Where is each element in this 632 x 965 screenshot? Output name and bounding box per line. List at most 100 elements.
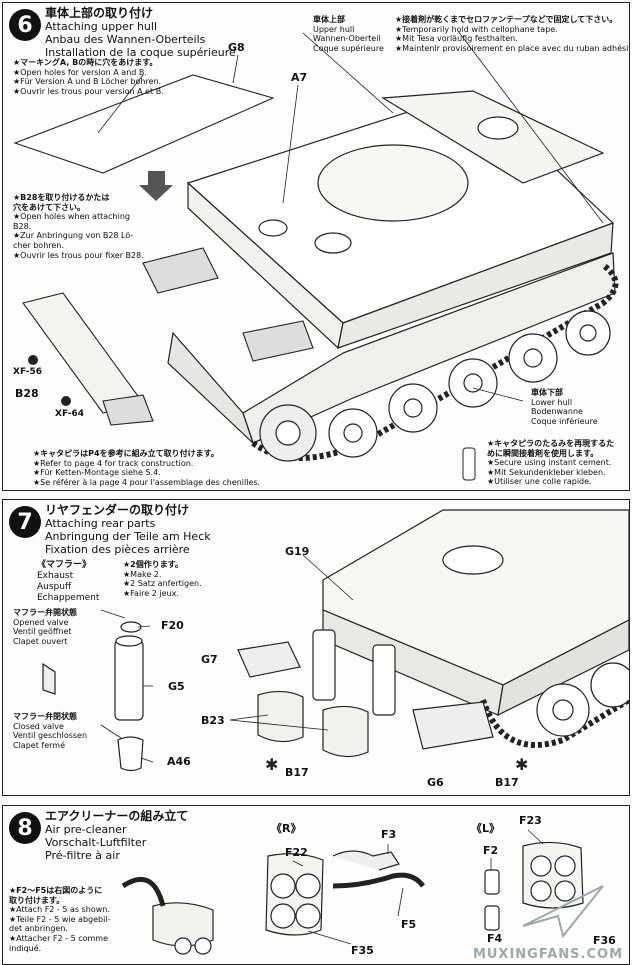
make-two-note: ★2個作ります。 ★Make 2. ★2 Satz anfertigen. ★F… xyxy=(123,560,202,598)
step-7-title-fr: Fixation des pièces arrière xyxy=(45,543,190,556)
step-8-title-fr: Pré-filtre à air xyxy=(45,849,120,862)
step-6-title-fr: Installation de la coque supérieure xyxy=(45,46,236,59)
part-label-f5: F5 xyxy=(401,918,417,931)
exhaust-de: Auspuff xyxy=(37,582,72,592)
part-label-f20: F20 xyxy=(161,619,184,632)
left-side-label: 《L》 xyxy=(471,822,501,835)
part-label-g7: G7 xyxy=(201,653,218,666)
step-6-title-en: Attaching upper hull xyxy=(45,20,158,33)
marking-note-jp: ★マーキングA, Bの時に穴をあけます。 xyxy=(13,58,158,67)
lower-hull-jp: 車体下部 xyxy=(531,388,563,397)
part-label-g19: G19 xyxy=(285,545,310,558)
upper-hull-caption: 車体上部 Upper hull Wannen-Oberteil Coque su… xyxy=(313,15,384,53)
b28-note: ★B28を取り付けるかたは 穴をあけて下さい。 ★Open holes when… xyxy=(13,193,144,260)
tape-note-fr: ★Maintenir provisoirement en place avec … xyxy=(395,43,630,53)
svg-text:✱: ✱ xyxy=(515,755,528,774)
watermark: MUXINGFANS.COM xyxy=(472,947,623,962)
attach-note-de2: det anbringen. xyxy=(9,924,68,934)
step-6-title-jp: 車体上部の取り付け xyxy=(45,6,154,20)
attach-note-jp2: 取り付けます。 xyxy=(9,895,65,905)
step-8-number: 8 xyxy=(9,812,41,844)
upper-hull-jp: 車体上部 xyxy=(313,15,345,24)
step-8-title-en: Air pre-cleaner xyxy=(45,823,127,836)
step-6-title: 車体上部の取り付け Attaching upper hull Anbau des… xyxy=(45,6,236,60)
track-note-fr: ★Se référer à la page 4 pour l'assemblag… xyxy=(33,477,261,487)
step-7-title: リヤフェンダーの取り付け Attaching rear parts Anbrin… xyxy=(45,503,211,557)
track-note: ★キャタピラはP4を参考に組み立て取り付けます。 ★Refer to page … xyxy=(33,449,260,487)
track-sag-note: ★キャタピラのたるみを再現するた めに瞬間接着剤を使用します。 ★Secure … xyxy=(487,439,614,487)
attach-note-de1: ★Teile F2 - 5 wie abgebil- xyxy=(9,914,111,924)
part-label-f35: F35 xyxy=(351,944,374,957)
b28-note-de2: cher bohren. xyxy=(13,240,64,250)
marking-note: ★マーキングA, Bの時に穴をあけます。 ★Open holes for ver… xyxy=(13,58,164,96)
make-two-de: ★2 Satz anfertigen. xyxy=(123,579,202,589)
part-label-b17-left: B17 xyxy=(285,766,309,779)
lower-hull-en: Lower hull xyxy=(531,397,573,407)
part-label-b17-right: B17 xyxy=(495,776,519,789)
b28-note-jp1: ★B28を取り付けるかたは xyxy=(13,193,110,202)
closed-valve-caption: マフラー弁閉状態 Closed valve Ventil geschlossen… xyxy=(13,712,87,750)
step-6-number: 6 xyxy=(9,9,41,41)
part-label-a46: A46 xyxy=(167,755,191,768)
sag-note-de: ★Mit Sekundenkleber kleben. xyxy=(487,467,606,477)
make-two-fr: ★Faire 2 jeux. xyxy=(123,588,179,598)
attach-note-fr1: ★Attacher F2 - 5 comme xyxy=(9,933,108,943)
marking-note-en: ★Open holes for version A and B. xyxy=(13,67,147,77)
attach-note-fr2: indiqué. xyxy=(9,943,42,953)
b28-note-en2: B28. xyxy=(13,221,32,231)
part-label-f4: F4 xyxy=(487,932,503,945)
upper-hull-en: Upper hull xyxy=(313,24,355,34)
exhaust-jp: 《マフラー》 xyxy=(37,560,92,570)
attach-note: ★F2～F5は右図のように 取り付けます。 ★Attach F2 - 5 as … xyxy=(9,886,110,953)
step-8-drawing xyxy=(121,829,604,955)
step-7-panel: ✱ ✱ 7 リヤフェンダーの取り付け Attaching rear parts … xyxy=(2,499,630,796)
marking-note-fr: ★Ouvrir les trous pour version A et B. xyxy=(13,86,164,96)
step-8-title-jp: エアクリーナーの組み立て xyxy=(45,809,189,823)
step-7-title-en: Attaching rear parts xyxy=(45,517,156,530)
tape-note: ★接着剤が乾くまでセロファンテープなどで固定して下さい。 ★Temporaril… xyxy=(395,15,630,53)
tape-note-en: ★Temporarily hold with cellophane tape. xyxy=(395,24,558,34)
part-label-f3: F3 xyxy=(381,828,397,841)
exhaust-caption: 《マフラー》 Exhaust Auspuff Echappement xyxy=(37,560,99,604)
upper-hull-de: Wannen-Oberteil xyxy=(313,34,381,44)
step-7-title-de: Anbringung der Teile am Heck xyxy=(45,530,211,543)
open-valve-de: Ventil geöffnet xyxy=(13,627,72,637)
b28-note-en1: ★Open holes when attaching xyxy=(13,212,130,222)
track-note-de: ★Für Ketten-Montage siehe S.4. xyxy=(33,468,161,478)
sag-note-jp1: ★キャタピラのたるみを再現するた xyxy=(487,439,615,448)
step-6-drawing xyxy=(13,30,619,481)
b28-note-jp2: 穴をあけて下さい。 xyxy=(13,202,85,212)
sag-note-en: ★Secure using instant cement. xyxy=(487,458,612,468)
make-two-en: ★Make 2. xyxy=(123,569,162,579)
part-label-f2: F2 xyxy=(483,844,499,857)
b28-note-de1: ★Zur Anbringung von B28 Lö- xyxy=(13,231,134,241)
step-6-title-de: Anbau des Wannen-Oberteils xyxy=(45,33,206,46)
open-valve-jp: マフラー弁開状態 xyxy=(13,608,77,617)
part-label-f22: F22 xyxy=(285,846,308,859)
closed-valve-fr: Clapet fermé xyxy=(13,740,65,750)
upper-hull-fr: Coque supérieure xyxy=(313,43,384,53)
make-two-jp: ★2個作ります。 xyxy=(123,560,183,569)
lower-hull-de: Bodenwanne xyxy=(531,407,583,417)
right-side-label: 《R》 xyxy=(271,822,302,835)
open-valve-caption: マフラー弁開状態 Opened valve Ventil geöffnet Cl… xyxy=(13,608,77,646)
step-7-title-jp: リヤフェンダーの取り付け xyxy=(45,503,190,517)
closed-valve-jp: マフラー弁閉状態 xyxy=(13,712,77,721)
track-note-jp: ★キャタピラはP4を参考に組み立て取り付けます。 xyxy=(33,449,219,458)
svg-text:✱: ✱ xyxy=(265,755,278,774)
marking-note-de: ★Für Version A und B Löcher bohren. xyxy=(13,77,162,87)
sag-note-fr: ★Utiliser une colle rapide. xyxy=(487,477,592,487)
step-7-number: 7 xyxy=(9,506,41,538)
part-label-g8: G8 xyxy=(228,41,245,54)
track-note-en: ★Refer to page 4 for track construction. xyxy=(33,458,194,468)
tape-note-de: ★Mit Tesa vorläufig festhalten. xyxy=(395,34,518,44)
part-label-a7: A7 xyxy=(291,71,308,84)
open-valve-en: Opened valve xyxy=(13,617,69,627)
closed-valve-en: Closed valve xyxy=(13,721,64,731)
paint-label-xf56: XF-56 xyxy=(13,367,43,377)
exhaust-en: Exhaust xyxy=(37,571,74,581)
attach-note-jp1: ★F2～F5は右図のように xyxy=(9,886,103,895)
part-label-g5: G5 xyxy=(168,680,185,693)
part-label-b28: B28 xyxy=(15,387,39,400)
step-8-panel: 8 エアクリーナーの組み立て Air pre-cleaner Vorschalt… xyxy=(2,805,630,965)
